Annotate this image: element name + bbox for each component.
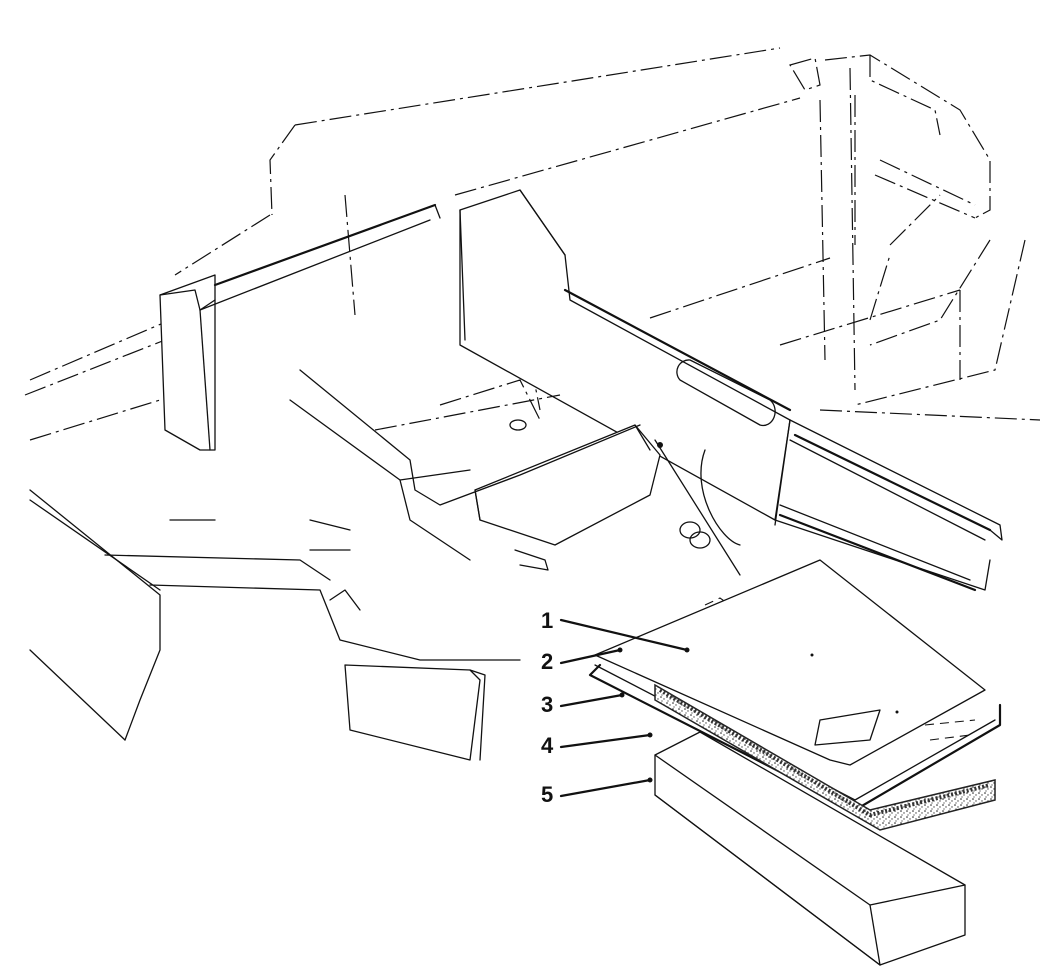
part-5-box — [654, 731, 966, 966]
chassis-phantom-lines — [24, 47, 1041, 441]
left-upright-panel — [159, 203, 441, 451]
callout-5: 5 — [541, 782, 554, 807]
part-2-cover-plate — [594, 559, 986, 766]
callout-2: 2 — [541, 649, 554, 674]
left-lower-frame — [29, 489, 521, 761]
main-beam — [459, 189, 1003, 592]
leader-lines — [559, 618, 690, 798]
part-4-filter-media — [654, 683, 996, 831]
callout-4: 4 — [541, 733, 554, 758]
upper-right-bracket — [789, 54, 991, 391]
floor-tray — [289, 369, 641, 571]
callout-3: 3 — [541, 692, 554, 717]
callout-1: 1 — [541, 608, 554, 633]
mesh-screen — [814, 709, 881, 746]
mounting-bracket — [474, 424, 741, 576]
